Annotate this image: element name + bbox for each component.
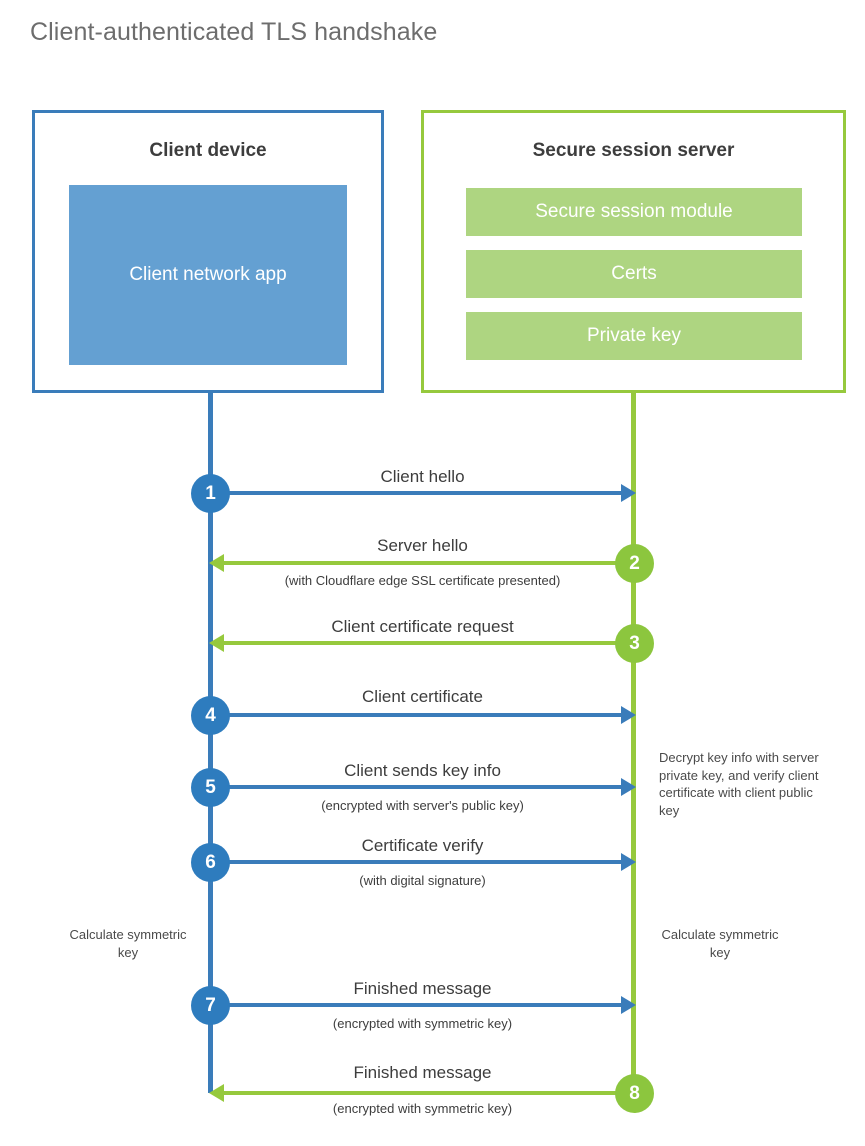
step-7-label: Finished message: [353, 979, 492, 998]
page-title: Client-authenticated TLS handshake: [30, 18, 438, 46]
step-1-arrow-head: [621, 484, 636, 502]
step-7-sublabel: (encrypted with symmetric key): [332, 1016, 513, 1031]
step-4-arrow-head: [621, 706, 636, 724]
step-7-arrow-head: [621, 996, 636, 1014]
step-5-label: Client sends key info: [344, 761, 501, 780]
step-3-arrow-head: [209, 634, 224, 652]
step-2-arrow-line: [224, 561, 634, 565]
client-lifeline: [208, 391, 213, 1093]
step-6-arrow-line: [211, 860, 621, 864]
actor-box-client-device: Client device Client network app: [32, 110, 384, 393]
step-2-sublabel: (with Cloudflare edge SSL certificate pr…: [284, 573, 561, 588]
server-bar-secure-session-module: Secure session module: [466, 188, 802, 236]
secure-session-server-title: Secure session server: [532, 140, 735, 161]
step-1-label: Client hello: [380, 467, 465, 486]
client-device-title: Client device: [149, 140, 267, 161]
step-8-sublabel: (encrypted with symmetric key): [332, 1101, 513, 1116]
step-2-label: Server hello: [377, 536, 468, 555]
server-decrypt-note: Decrypt key info with server private key…: [659, 750, 819, 818]
step-5-circle[interactable]: 5: [191, 768, 230, 807]
step-1-arrow-line: [211, 491, 621, 495]
step-6-label: Certificate verify: [361, 836, 484, 855]
step-5-arrow-line: [211, 785, 621, 789]
step-3-label: Client certificate request: [331, 617, 514, 636]
server-lifeline: [631, 391, 636, 1093]
step-6-arrow-head: [621, 853, 636, 871]
step-2-arrow-head: [209, 554, 224, 572]
actor-box-secure-session-server: Secure session server Secure session mod…: [421, 110, 846, 393]
step-1-circle[interactable]: 1: [191, 474, 230, 513]
step-6-sublabel: (with digital signature): [359, 873, 486, 888]
step-8-label: Finished message: [353, 1063, 492, 1082]
step-4-label: Client certificate: [362, 687, 483, 706]
server-calculate-symmetric-key-note: Calculate symmetric key: [661, 927, 779, 960]
server-bar-private-key: Private key: [466, 312, 802, 360]
step-8-arrow-line: [224, 1091, 634, 1095]
client-calculate-symmetric-key-note: Calculate symmetric key: [69, 927, 187, 960]
step-8-arrow-head: [209, 1084, 224, 1102]
step-5-sublabel: (encrypted with server's public key): [321, 798, 524, 813]
step-8-circle[interactable]: 8: [615, 1074, 654, 1113]
step-6-circle[interactable]: 6: [191, 843, 230, 882]
step-2-circle[interactable]: 2: [615, 544, 654, 583]
step-4-arrow-line: [211, 713, 621, 717]
server-bar-certs: Certs: [466, 250, 802, 298]
step-7-arrow-line: [211, 1003, 621, 1007]
client-network-app-box: Client network app: [69, 185, 347, 365]
step-7-circle[interactable]: 7: [191, 986, 230, 1025]
step-5-arrow-head: [621, 778, 636, 796]
step-4-circle[interactable]: 4: [191, 696, 230, 735]
step-3-arrow-line: [224, 641, 634, 645]
step-3-circle[interactable]: 3: [615, 624, 654, 663]
